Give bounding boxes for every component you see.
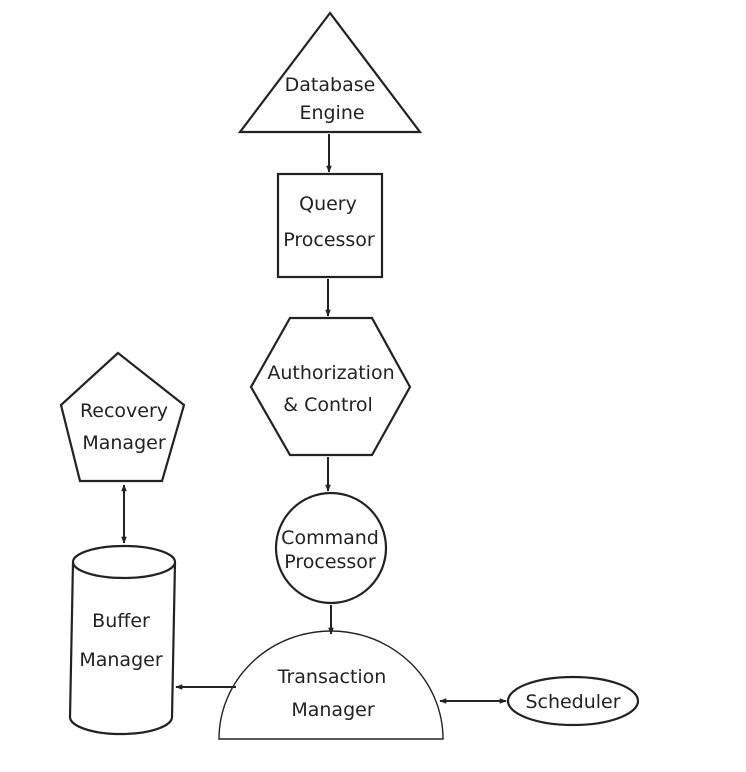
buffer-manager-label-1: Buffer bbox=[92, 610, 150, 632]
command-processor-label-1: Command bbox=[281, 527, 379, 549]
node-command-processor: Command Processor bbox=[274, 491, 388, 605]
node-buffer-manager: Buffer Manager bbox=[68, 544, 177, 736]
recovery-manager-label-1: Recovery bbox=[80, 400, 168, 422]
scheduler-label: Scheduler bbox=[525, 691, 620, 713]
node-database-engine: Database Engine bbox=[237, 11, 423, 134]
node-transaction-manager: Transaction Manager bbox=[218, 630, 444, 740]
authorization-control-label-2: & Control bbox=[283, 394, 373, 416]
query-processor-label-2: Processor bbox=[283, 229, 375, 251]
database-engine-label-1: Database bbox=[285, 74, 376, 96]
node-authorization-control: Authorization & Control bbox=[249, 316, 412, 457]
node-recovery-manager: Recovery Manager bbox=[59, 351, 186, 483]
database-engine-label-2: Engine bbox=[299, 102, 364, 124]
transaction-manager-label-2: Manager bbox=[291, 699, 374, 721]
command-processor-label-2: Processor bbox=[284, 551, 376, 573]
transaction-manager-label-1: Transaction bbox=[277, 666, 387, 688]
query-processor-label-1: Query bbox=[299, 193, 357, 215]
node-scheduler: Scheduler bbox=[506, 675, 640, 727]
node-query-processor: Query Processor bbox=[276, 172, 384, 279]
recovery-manager-label-2: Manager bbox=[82, 432, 165, 454]
authorization-control-label-1: Authorization bbox=[267, 362, 394, 384]
buffer-manager-label-2: Manager bbox=[79, 649, 162, 671]
